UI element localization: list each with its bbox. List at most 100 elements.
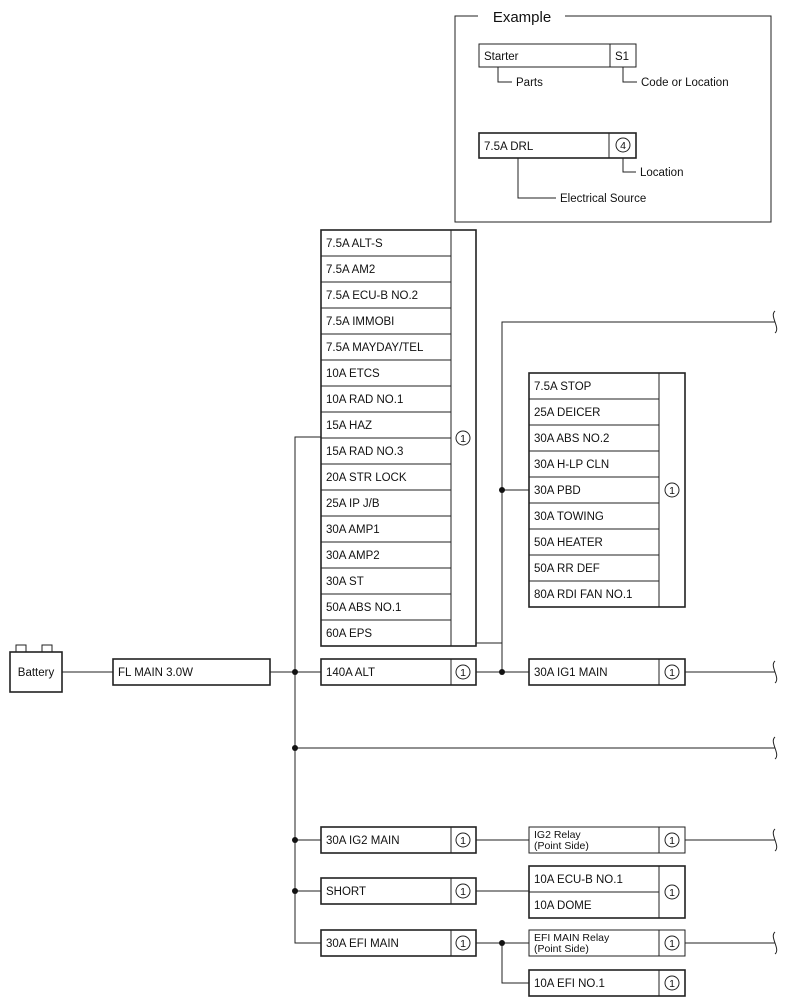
legend-location-leader — [622, 158, 636, 173]
wave-mark — [772, 660, 778, 684]
fuse-dome-label: 10A DOME — [534, 900, 592, 912]
location-number: 1 — [669, 485, 675, 497]
legend-source-box — [478, 132, 637, 159]
wave-mark — [772, 931, 778, 955]
junction-dot — [499, 487, 505, 493]
wire-trunk — [294, 436, 321, 944]
location-circle — [664, 482, 680, 498]
fuse-efi-no1: 10A EFI NO.1 1 — [528, 969, 686, 997]
battery: Battery — [9, 644, 63, 693]
fl-main-fuse: FL MAIN 3.0W — [112, 658, 271, 686]
fuse-ig2-label: 30A IG2 MAIN — [326, 835, 400, 847]
fuse-alt: 140A ALT 1 — [320, 658, 477, 686]
right-block-fuse-label: 50A RR DEF — [534, 563, 600, 575]
left-block-fuse-label: 20A STR LOCK — [326, 472, 407, 484]
legend-location-number: 4 — [620, 140, 626, 152]
location-circle — [455, 430, 471, 446]
ig2-relay-line2: (Point Side) — [534, 840, 589, 852]
location-number: 1 — [669, 835, 675, 847]
right-block-fuse-label: 50A HEATER — [534, 537, 603, 549]
legend-parts-leader — [497, 67, 512, 83]
fuse-ig2-main: 30A IG2 MAIN 1 — [320, 826, 477, 854]
battery-terminal — [41, 644, 53, 653]
right-block-fuse-label: 7.5A STOP — [534, 381, 592, 393]
right-block-fuse-label: 30A H-LP CLN — [534, 459, 609, 471]
left-block-fuse-label: 50A ABS NO.1 — [326, 602, 401, 614]
right-block-fuse-label: 30A ABS NO.2 — [534, 433, 609, 445]
efi-main-relay: EFI MAIN Relay (Point Side) 1 — [528, 929, 686, 957]
junction-dot — [499, 940, 505, 946]
left-block-fuse-label: 30A AMP2 — [326, 550, 380, 562]
location-number: 1 — [460, 433, 466, 445]
left-block-fuse-label: 30A ST — [326, 576, 364, 588]
fuse-block-left: 7.5A ALT-S 7.5A AM2 7.5A ECU-B NO.2 7.5A IM… — [320, 229, 477, 647]
left-block-fuse-label: 15A HAZ — [326, 420, 372, 432]
location-number: 1 — [460, 886, 466, 898]
location-number: 1 — [460, 938, 466, 950]
wave-mark — [772, 310, 778, 334]
left-block-fuse-label: 7.5A MAYDAY/TEL — [326, 342, 424, 354]
junctions — [292, 487, 505, 946]
legend-source-name: 7.5A DRL — [484, 141, 534, 153]
fuse-efi-main-box — [320, 929, 477, 957]
legend-title: Example — [493, 9, 551, 26]
junction-dot — [292, 837, 298, 843]
left-block-fuse-label: 10A RAD NO.1 — [326, 394, 403, 406]
wires — [62, 321, 775, 984]
efi-relay-line1: EFI MAIN Relay — [534, 932, 610, 944]
left-block-fuse-label: 30A AMP1 — [326, 524, 380, 536]
efi-relay-line2: (Point Side) — [534, 943, 589, 955]
left-block-fuse-label: 15A RAD NO.3 — [326, 446, 403, 458]
fuse-efi-main: 30A EFI MAIN 1 — [320, 929, 477, 957]
fl-main-label: FL MAIN 3.0W — [118, 667, 193, 679]
legend-source-caption: Electrical Source — [560, 193, 646, 205]
legend-frame — [454, 15, 772, 223]
legend-source-leader — [517, 158, 556, 199]
legend-code-caption: Code or Location — [641, 77, 729, 89]
left-block-fuse-label: 7.5A IMMOBI — [326, 316, 394, 328]
legend-part-box — [478, 43, 637, 68]
short-pin: SHORT 1 — [320, 877, 477, 905]
left-block-fuse-label: 10A ETCS — [326, 368, 380, 380]
fuse-alt-label: 140A ALT — [326, 667, 375, 679]
fuse-ig2-box — [320, 826, 477, 854]
fl-main-box — [112, 658, 271, 686]
left-block-fuse-label: 7.5A ECU-B NO.2 — [326, 290, 418, 302]
fuse-ig1-label: 30A IG1 MAIN — [534, 667, 608, 679]
left-block-fuse-label: 60A EPS — [326, 628, 372, 640]
wave-mark — [772, 736, 778, 760]
fuse-ecu-b-no1-label: 10A ECU-B NO.1 — [534, 874, 623, 886]
short-label: SHORT — [326, 886, 366, 898]
wave-mark — [772, 828, 778, 852]
legend-parts-caption: Parts — [516, 77, 543, 89]
left-block-fuse-label: 7.5A AM2 — [326, 264, 375, 276]
left-block-fuse-label: 7.5A ALT-S — [326, 238, 383, 250]
right-block-fuse-label: 30A TOWING — [534, 511, 604, 523]
ig2-relay-line1: IG2 Relay — [534, 829, 581, 841]
legend-location-circle — [615, 137, 631, 153]
left-block-fuse-label: 25A IP J/B — [326, 498, 380, 510]
junction-dot — [292, 745, 298, 751]
fuse-ig1-main: 30A IG1 MAIN 1 — [528, 658, 686, 686]
legend: Example Starter S1 Parts Code or Locatio… — [454, 9, 772, 223]
ig2-relay: IG2 Relay (Point Side) 1 — [528, 826, 686, 854]
junction-dot — [499, 669, 505, 675]
right-block-fuse-label: 80A RDI FAN NO.1 — [534, 589, 632, 601]
battery-terminal — [15, 644, 27, 653]
legend-part-code: S1 — [615, 51, 629, 63]
legend-location-caption: Location — [640, 167, 683, 179]
legend-part-name: Starter — [484, 51, 519, 63]
battery-label: Battery — [18, 667, 55, 679]
location-number: 1 — [460, 667, 466, 679]
location-number: 1 — [669, 887, 675, 899]
fuse-efi-no1-label: 10A EFI NO.1 — [534, 978, 605, 990]
fuse-alt-box — [320, 658, 477, 686]
location-number: 1 — [669, 938, 675, 950]
location-number: 1 — [669, 667, 675, 679]
location-number: 1 — [669, 978, 675, 990]
right-block-fuse-label: 30A PBD — [534, 485, 581, 497]
continuation-marks — [772, 310, 778, 955]
battery-box — [9, 651, 63, 693]
junction-dot — [292, 669, 298, 675]
